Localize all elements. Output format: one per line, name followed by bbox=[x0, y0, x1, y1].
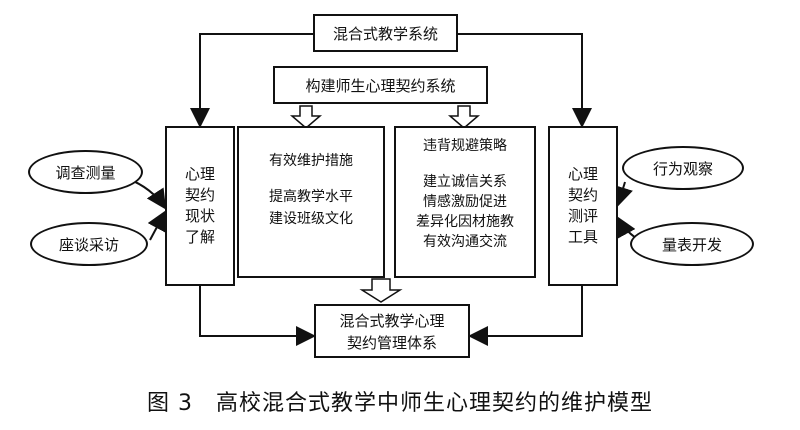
contract-assessment-tool-box: 心理 契约 测评 工具 bbox=[548, 126, 618, 286]
right-col-line: 测评 bbox=[567, 207, 598, 225]
violation-strategy-item: 情感激励促进 bbox=[423, 194, 507, 210]
behavior-observation-label: 行为观察 bbox=[652, 159, 713, 178]
build-contract-system-label: 构建师生心理契约系统 bbox=[305, 76, 456, 95]
blended-teaching-system-box: 混合式教学系统 bbox=[313, 14, 458, 52]
left-col-line: 契约 bbox=[184, 186, 215, 204]
survey-measurement-label: 调查测量 bbox=[55, 163, 116, 182]
maintain-measure-item: 建设班级文化 bbox=[269, 211, 353, 227]
violation-strategy-item: 差异化因材施教 bbox=[416, 214, 514, 230]
left-col-line: 心理 bbox=[184, 165, 215, 183]
right-col-line: 契约 bbox=[567, 186, 598, 204]
violation-avoidance-title: 违背规避策略 bbox=[423, 138, 507, 154]
left-col-line: 了解 bbox=[184, 228, 215, 246]
scale-development-label: 量表开发 bbox=[661, 235, 722, 254]
hollow-arrow-to-bottom bbox=[359, 278, 403, 303]
right-col-line: 工具 bbox=[567, 228, 598, 246]
maintain-measure-item: 提高教学水平 bbox=[269, 189, 353, 205]
hollow-arrow-to-maintain bbox=[289, 105, 323, 129]
maintain-measures-box: 有效维护措施 提高教学水平 建设班级文化 bbox=[237, 126, 385, 278]
interview-label: 座谈采访 bbox=[58, 235, 119, 254]
scale-development-oval: 量表开发 bbox=[630, 222, 754, 266]
contract-management-line: 混合式教学心理 bbox=[339, 312, 445, 330]
arrow-oval-observe bbox=[613, 181, 633, 207]
violation-strategy-item: 有效沟通交流 bbox=[423, 234, 507, 250]
figure-caption: 图 3 高校混合式教学中师生心理契约的维护模型 bbox=[147, 391, 653, 416]
arrow-top-to-right bbox=[458, 33, 592, 128]
contract-management-system-box: 混合式教学心理 契约管理体系 bbox=[314, 304, 470, 358]
arrow-oval-interview bbox=[147, 210, 166, 241]
interview-oval: 座谈采访 bbox=[30, 222, 148, 266]
violation-strategy-item: 建立诚信关系 bbox=[423, 174, 507, 190]
maintain-measures-title: 有效维护措施 bbox=[269, 153, 353, 169]
behavior-observation-oval: 行为观察 bbox=[622, 146, 744, 190]
contract-management-line: 契约管理体系 bbox=[346, 334, 437, 352]
survey-measurement-oval: 调查测量 bbox=[28, 150, 143, 194]
hollow-arrow-to-violation bbox=[447, 105, 481, 129]
violation-avoidance-box: 违背规避策略 建立诚信关系 情感激励促进 差异化因材施教 有效沟通交流 bbox=[394, 126, 536, 278]
arrow-top-to-left bbox=[190, 33, 313, 128]
right-col-line: 心理 bbox=[567, 165, 598, 183]
blended-teaching-system-label: 混合式教学系统 bbox=[332, 24, 438, 43]
left-col-line: 现状 bbox=[184, 207, 215, 225]
arrow-right-to-bottom bbox=[468, 285, 583, 346]
arrow-left-to-bottom bbox=[199, 285, 316, 346]
build-contract-system-box: 构建师生心理契约系统 bbox=[273, 66, 488, 104]
contract-status-box: 心理 契约 现状 了解 bbox=[165, 126, 235, 286]
